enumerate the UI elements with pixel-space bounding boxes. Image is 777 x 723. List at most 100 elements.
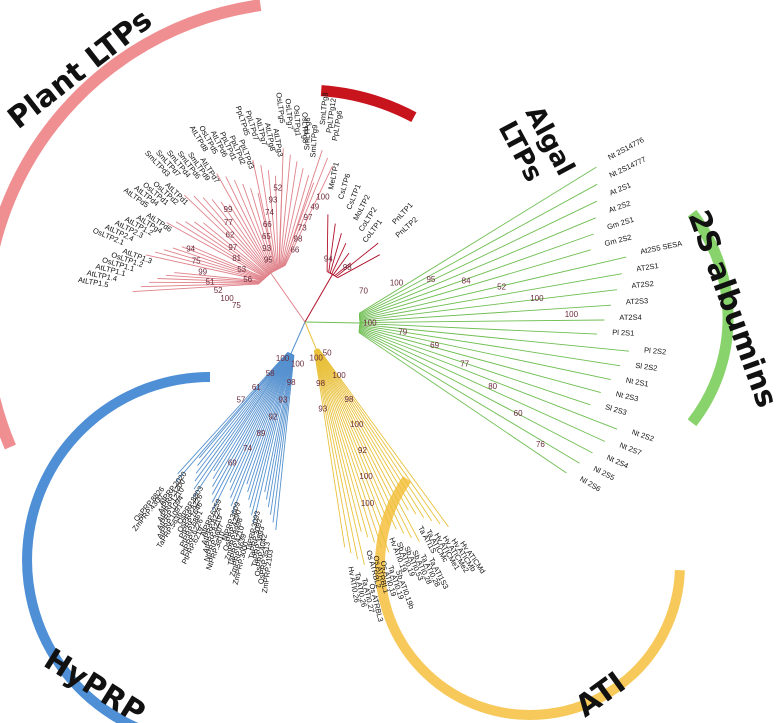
branch-leaf bbox=[212, 353, 290, 480]
branch-leaf bbox=[190, 245, 265, 279]
bootstrap-value: 52 bbox=[273, 184, 282, 193]
branch-leaf bbox=[314, 350, 352, 554]
bootstrap-value: 100 bbox=[359, 472, 373, 481]
leaf-label: AT2S4 bbox=[619, 313, 641, 322]
bootstrap-value: 56 bbox=[243, 275, 252, 284]
branch-trunk-plant bbox=[270, 272, 306, 323]
branch-leaf bbox=[202, 197, 270, 275]
bootstrap-value: 74 bbox=[243, 444, 252, 453]
branch-leaf bbox=[315, 349, 383, 548]
branch-leaf bbox=[279, 154, 291, 268]
branch-internal bbox=[287, 352, 291, 355]
bootstrap-value: 100 bbox=[310, 353, 324, 362]
leaf-label: AT2S1 bbox=[636, 261, 659, 273]
branch-leaf bbox=[284, 157, 329, 266]
branch-leaf bbox=[220, 201, 271, 274]
leaf-label: At2S5 SESA bbox=[640, 239, 683, 256]
branch-leaf bbox=[250, 188, 275, 271]
branch-leaf bbox=[172, 247, 264, 280]
branch-leaf bbox=[314, 349, 369, 538]
branch-leaf bbox=[257, 192, 276, 270]
branch-leaf bbox=[332, 252, 350, 276]
bootstrap-value: 62 bbox=[226, 231, 235, 240]
bootstrap-value: 98 bbox=[345, 395, 354, 404]
bootstrap-value: 93 bbox=[262, 244, 271, 253]
branch-leaf bbox=[318, 348, 441, 525]
bootstrap-value: 100 bbox=[565, 310, 579, 319]
bootstrap-value: 100 bbox=[350, 420, 364, 429]
branch-leaf bbox=[203, 222, 268, 276]
bootstrap-value: 93 bbox=[279, 396, 288, 405]
branch-leaf bbox=[284, 165, 333, 266]
bootstrap-value: 100 bbox=[276, 354, 290, 363]
branch-leaf bbox=[225, 176, 273, 272]
branch-leaf bbox=[193, 352, 290, 490]
bootstrap-value: 100 bbox=[363, 319, 377, 328]
branch-leaf bbox=[316, 349, 412, 539]
branch-leaf bbox=[228, 204, 272, 273]
branch-leaf bbox=[315, 349, 390, 553]
bootstrap-value: 98 bbox=[316, 379, 325, 388]
leaf-label: Gm 2S2 bbox=[604, 233, 633, 248]
branch-leaf bbox=[165, 274, 261, 283]
branch-internal bbox=[270, 265, 286, 274]
branch-leaf bbox=[359, 326, 601, 394]
leaf-label: Nl 2S6 bbox=[578, 474, 602, 493]
branch-leaf bbox=[359, 183, 598, 315]
branch-leaf bbox=[193, 195, 270, 275]
bootstrap-value: 49 bbox=[310, 203, 319, 212]
leaf-label: Nt 2S7 bbox=[618, 440, 643, 457]
leaf-label: At 2S2 bbox=[607, 199, 631, 215]
branch-leaf bbox=[140, 282, 260, 288]
arc-albumins bbox=[687, 209, 734, 427]
leaf-label: AT2S3 bbox=[626, 296, 649, 306]
group-label-hyprp: HyPRP bbox=[38, 642, 151, 723]
branch-leaf bbox=[315, 349, 375, 543]
bootstrap-value: 57 bbox=[236, 395, 245, 404]
branch-leaf bbox=[145, 254, 262, 281]
branch-leaf bbox=[278, 148, 284, 268]
branch-leaf bbox=[149, 281, 260, 284]
branch-leaf bbox=[359, 330, 593, 454]
leaf-label: OsLTPg1 bbox=[292, 105, 303, 137]
bootstrap-value: 93 bbox=[269, 196, 278, 205]
branch-leaf bbox=[260, 164, 278, 270]
bootstrap-value: 53 bbox=[237, 265, 246, 274]
branch-internal bbox=[358, 322, 361, 333]
branch-leaf bbox=[211, 353, 291, 495]
group-label-plant-ltps: Plant LTPs bbox=[1, 2, 159, 136]
branch-leaf bbox=[359, 200, 598, 316]
branch-leaf bbox=[212, 353, 291, 487]
branch-leaf bbox=[335, 242, 379, 278]
branch-leaf bbox=[359, 166, 597, 314]
branch-leaf bbox=[132, 283, 259, 293]
branch-leaf bbox=[154, 251, 263, 281]
branch-leaf bbox=[230, 354, 292, 507]
bootstrap-value: 76 bbox=[536, 440, 545, 449]
branch-leaf bbox=[275, 355, 295, 531]
bootstrap-value: 92 bbox=[358, 446, 367, 455]
branch-leaf bbox=[252, 354, 294, 524]
leaf-label: Sl 2S3 bbox=[604, 402, 628, 417]
branch-leaf bbox=[177, 352, 289, 475]
branch-leaf bbox=[194, 221, 268, 277]
bootstrap-value: 75 bbox=[192, 256, 201, 265]
bootstrap-value: 51 bbox=[206, 277, 215, 286]
branch-trunk-algal bbox=[304, 274, 333, 323]
branch-leaf bbox=[317, 348, 433, 522]
branch-leaf bbox=[281, 175, 310, 267]
branch-leaf bbox=[181, 246, 265, 279]
bootstrap-value: 65 bbox=[262, 232, 271, 241]
branch-trunk-hyprp bbox=[290, 321, 306, 355]
bootstrap-value: 94 bbox=[324, 254, 333, 263]
branch-leaf bbox=[358, 332, 567, 474]
leaf-label: OsLTPg5 bbox=[274, 92, 287, 124]
branch-trunk-ati bbox=[304, 321, 317, 350]
branch-leaf bbox=[359, 325, 611, 381]
branch-leaf bbox=[230, 353, 292, 499]
branch-leaf bbox=[216, 173, 273, 273]
branch-leaf bbox=[267, 170, 278, 269]
bootstrap-value: 75 bbox=[232, 301, 241, 310]
